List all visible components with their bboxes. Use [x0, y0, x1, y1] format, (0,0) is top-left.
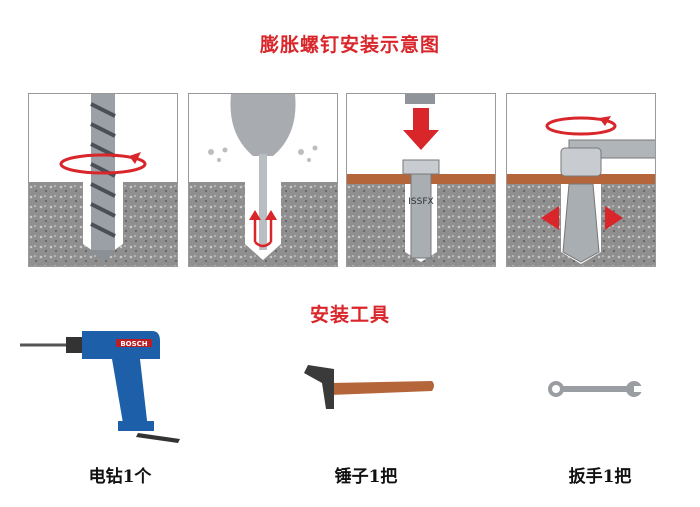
- caption-hammer: 锤子1把: [334, 467, 398, 487]
- step-1-drilling-panel: [28, 93, 178, 267]
- electric-drill-icon: BOSCH: [20, 331, 180, 443]
- step-4-tighten-panel: [506, 93, 656, 267]
- air-blower-cleaning-icon: [189, 94, 337, 266]
- drill-brand-label: BOSCH: [120, 340, 147, 348]
- tools-title: 安装工具: [309, 304, 390, 326]
- step-2-cleaning-panel: [188, 93, 338, 267]
- step-3-insert-panel: ISSFX: [346, 93, 496, 267]
- bolt-marking: ISSFX: [408, 197, 433, 207]
- wrench-tighten-expand-icon: [507, 116, 655, 266]
- caption-drill: 电钻1个: [88, 467, 152, 487]
- wrench-icon: [548, 381, 644, 397]
- hammer-icon: [304, 365, 434, 409]
- diagram-title: 膨胀螺钉安装示意图: [259, 34, 440, 56]
- drill-bit-rotating-icon: [29, 94, 177, 266]
- hammer-insert-bolt-icon: ISSFX: [347, 94, 495, 266]
- caption-wrench: 扳手1把: [568, 467, 632, 487]
